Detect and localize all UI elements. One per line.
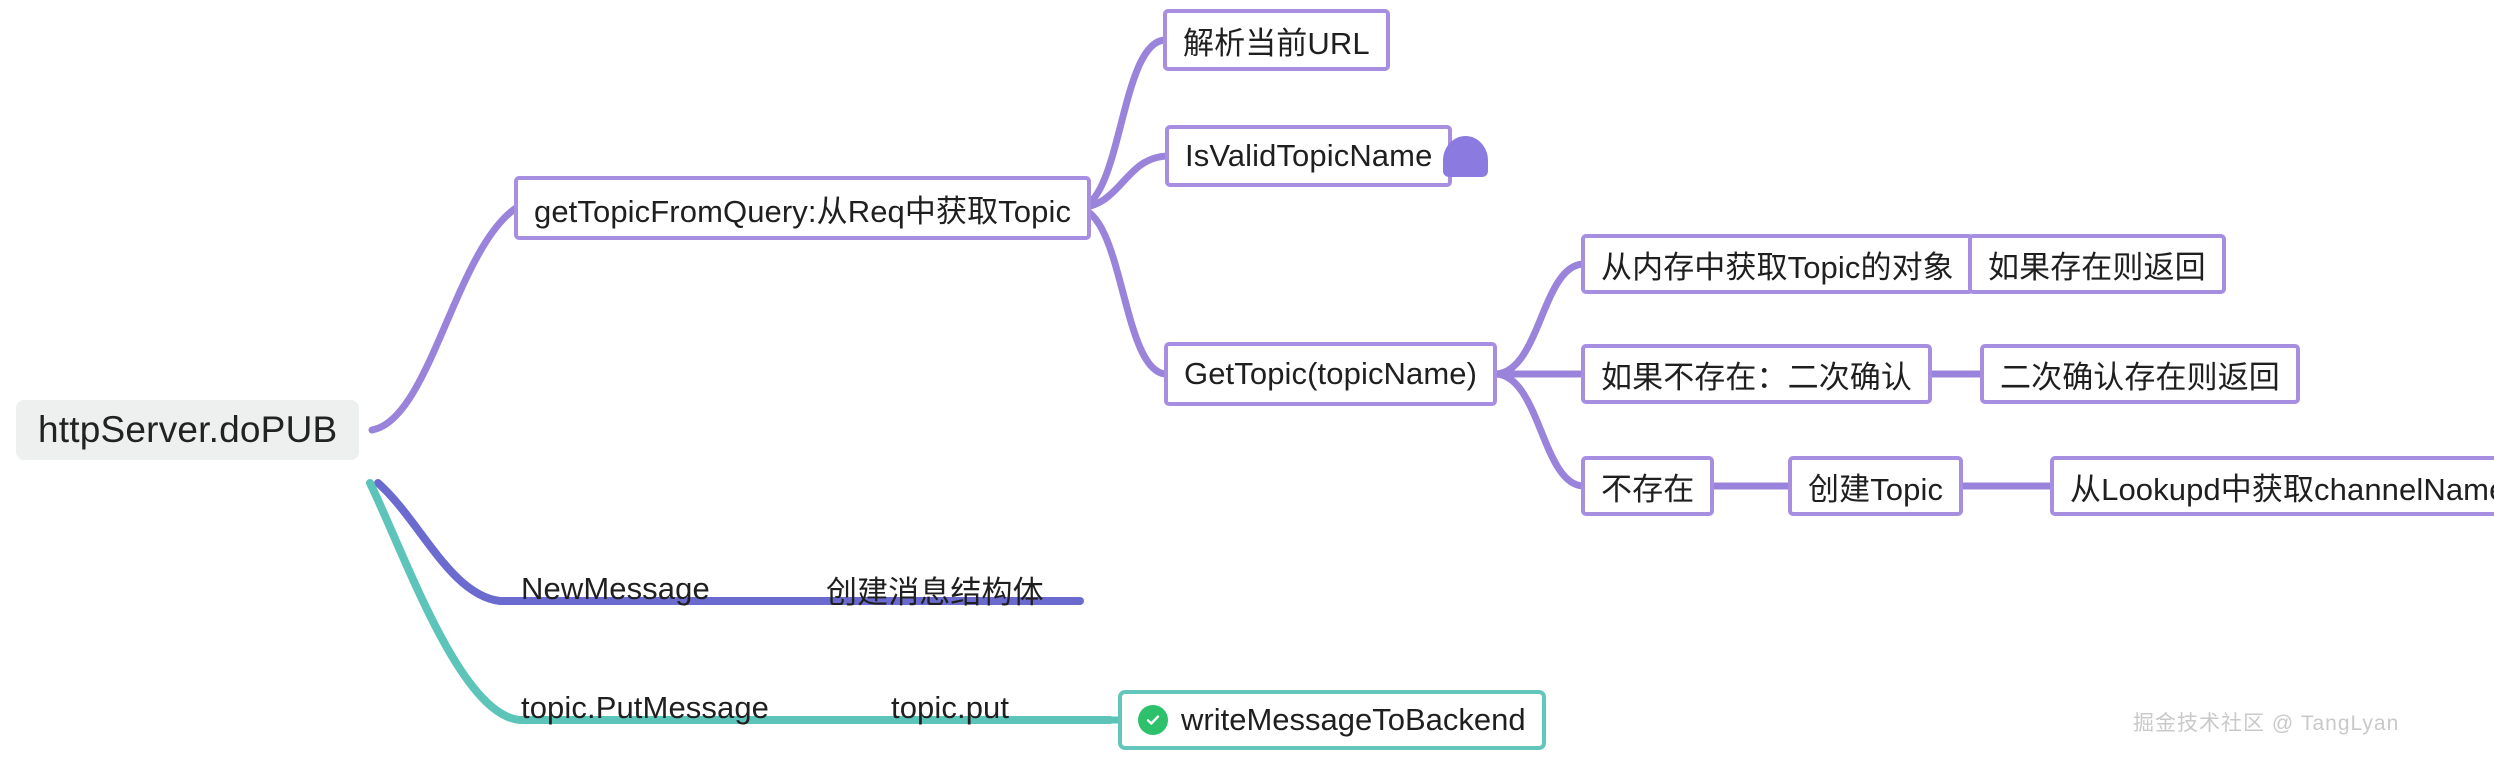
watermark-text: 掘金技术社区 @ TangLyan: [2133, 712, 2400, 735]
node-exists-return-label: 如果存在则返回: [1988, 249, 2206, 285]
watermark: 掘金技术社区 @ TangLyan: [2133, 707, 2399, 737]
node-create-message-struct[interactable]: 创建消息结构体: [826, 571, 1044, 610]
node-get-topic-from-query-label: getTopicFromQuery:从Req中获取Topic: [534, 193, 1072, 229]
node-topic-putmessage[interactable]: topic.PutMessage: [521, 690, 769, 726]
edge-gettopicfromquery-to-gettopic: [1074, 204, 1170, 378]
edge-gettopic-to-from-memory: [1492, 260, 1587, 378]
edge-gettopicfromquery-to-isvalidtopicname: [1074, 152, 1171, 212]
node-get-topic-from-query[interactable]: getTopicFromQuery:从Req中获取Topic: [514, 176, 1092, 240]
node-new-message-label: NewMessage: [521, 571, 710, 606]
node-not-exists-double-check-label: 如果不存在：二次确认: [1601, 359, 1912, 395]
node-parse-url-label: 解析当前URL: [1183, 25, 1370, 61]
edge-gettopicfromquery-to-parse-url: [1074, 36, 1169, 212]
node-new-message[interactable]: NewMessage: [521, 571, 710, 607]
node-topic-put-label: topic.put: [891, 690, 1010, 725]
node-write-message-to-backend[interactable]: writeMessageToBackend: [1118, 690, 1546, 750]
node-not-exists-label: 不存在: [1601, 471, 1695, 507]
node-double-check-return[interactable]: 二次确认存在则返回: [1980, 344, 2300, 404]
node-get-channel-name[interactable]: 从Lookupd中获取channelName: [2050, 456, 2494, 516]
node-from-memory-label: 从内存中获取Topic的对象: [1601, 249, 1954, 285]
edge-gettopic-to-not-exists: [1492, 370, 1587, 490]
node-topic-putmessage-label: topic.PutMessage: [521, 690, 770, 725]
node-write-message-to-backend-label: writeMessageToBackend: [1181, 702, 1526, 737]
root-node-label: httpServer.doPUB: [38, 409, 338, 450]
node-create-topic[interactable]: 创建Topic: [1788, 456, 1964, 516]
node-get-channel-name-label: 从Lookupd中获取channelName: [2070, 471, 2494, 507]
node-not-exists-double-check[interactable]: 如果不存在：二次确认: [1581, 344, 1932, 404]
node-get-topic[interactable]: GetTopic(topicName): [1164, 342, 1498, 406]
node-create-topic-label: 创建Topic: [1808, 471, 1944, 507]
edge-root-to-gettopicfromquery: [368, 204, 520, 434]
check-circle-icon: [1138, 705, 1168, 735]
node-double-check-return-label: 二次确认存在则返回: [2000, 359, 2280, 395]
node-is-valid-topic-name[interactable]: IsValidTopicName: [1165, 125, 1453, 187]
purple-blob-marker-icon: [1443, 136, 1488, 177]
node-not-exists[interactable]: 不存在: [1581, 456, 1715, 516]
node-create-message-struct-label: 创建消息结构体: [826, 574, 1044, 610]
node-topic-put[interactable]: topic.put: [891, 690, 1009, 726]
node-exists-return[interactable]: 如果存在则返回: [1968, 234, 2226, 294]
root-node[interactable]: httpServer.doPUB: [16, 400, 360, 460]
node-from-memory[interactable]: 从内存中获取Topic的对象: [1581, 234, 1974, 294]
node-parse-url[interactable]: 解析当前URL: [1163, 9, 1390, 71]
node-is-valid-topic-name-label: IsValidTopicName: [1185, 138, 1433, 173]
node-get-topic-label: GetTopic(topicName): [1184, 356, 1478, 391]
